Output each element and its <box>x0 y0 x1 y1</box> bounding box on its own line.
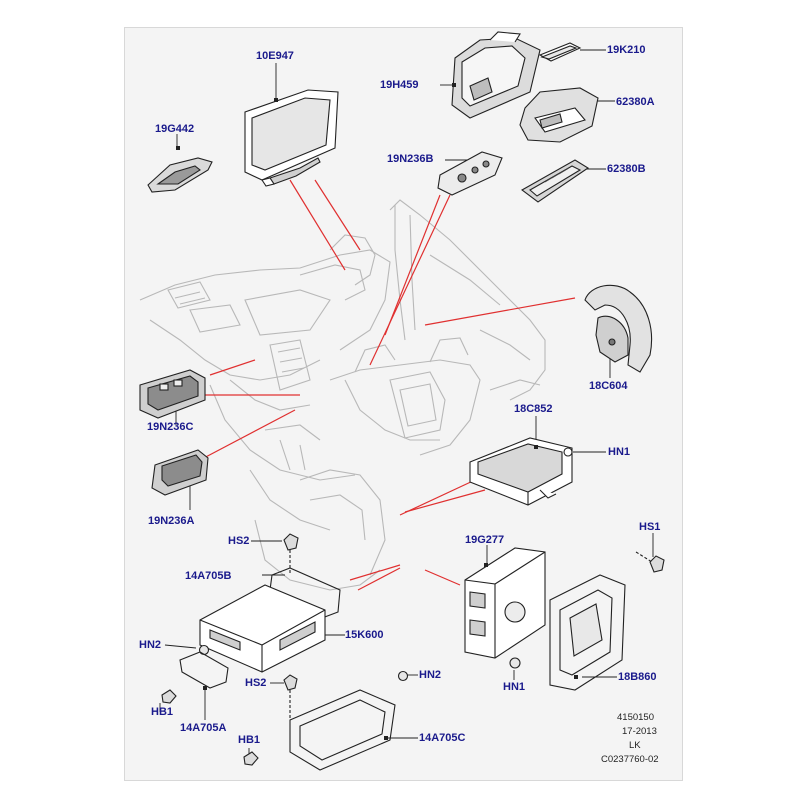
label-62380b: 62380B <box>607 163 646 175</box>
part-19n236a-switch <box>151 449 209 496</box>
label-19k210: 19K210 <box>607 44 646 56</box>
reference-model: LK <box>629 740 641 751</box>
label-18c852: 18C852 <box>514 403 553 415</box>
label-19g442: 19G442 <box>155 123 195 135</box>
part-hb1-bolt-left <box>161 689 177 704</box>
label-hn2-left: HN2 <box>139 639 162 651</box>
reference-drawing: C0237760-02 <box>601 754 659 765</box>
label-19n236c: 19N236C <box>147 421 194 433</box>
label-hn1-top: HN1 <box>608 446 631 458</box>
part-hb1-bolt-bottom <box>243 751 259 766</box>
label-hs2-bottom: HS2 <box>245 677 267 689</box>
part-19n236b-switch <box>437 151 503 196</box>
label-19h459: 19H459 <box>380 79 419 91</box>
reference-number: 4150150 <box>617 712 654 723</box>
label-14a705a: 14A705A <box>180 722 227 734</box>
callout-lines <box>159 49 654 757</box>
part-18c604-headphones <box>584 284 653 373</box>
part-62380b-remote <box>520 159 590 203</box>
label-18b860: 18B860 <box>618 671 657 683</box>
label-14a705b: 14A705B <box>185 570 232 582</box>
part-18c852-module <box>469 437 573 506</box>
part-19h459-console <box>451 31 541 119</box>
label-19n236a: 19N236A <box>148 515 195 527</box>
label-markers <box>176 83 578 740</box>
part-62380a-cradle <box>519 87 599 143</box>
part-19n236c-switch <box>139 369 206 419</box>
label-hn2-right: HN2 <box>419 669 442 681</box>
parts <box>139 31 665 771</box>
part-10e947-screen <box>244 89 339 187</box>
label-hb1-bottom: HB1 <box>238 734 261 746</box>
part-hn2-nut-right <box>397 670 409 682</box>
part-18b860-bracket <box>549 574 626 691</box>
part-19k210-remote <box>538 42 582 62</box>
leader-lines <box>175 179 576 591</box>
reference-date: 17-2013 <box>622 726 657 737</box>
vehicle-interior <box>139 199 546 591</box>
label-15k600: 15K600 <box>345 629 384 641</box>
label-14a705c: 14A705C <box>419 732 466 744</box>
label-hn1-bottom: HN1 <box>503 681 526 693</box>
part-14a705c-bracket <box>289 689 396 771</box>
label-hb1-left: HB1 <box>151 706 174 718</box>
part-hs1-screw <box>635 551 665 573</box>
part-hn1-nut-bottom <box>509 657 521 669</box>
label-19n236b: 19N236B <box>387 153 434 165</box>
label-hs2-top: HS2 <box>228 535 250 547</box>
part-19g277-module <box>464 547 546 659</box>
label-62380a: 62380A <box>616 96 655 108</box>
label-18c604: 18C604 <box>589 380 628 392</box>
part-hs2-screw-bottom <box>283 674 298 720</box>
label-hs1: HS1 <box>639 521 661 533</box>
part-19g442-switch <box>147 157 213 193</box>
part-hn2-nut-left <box>198 644 210 656</box>
part-14a705a-bracket <box>179 651 229 689</box>
part-15k600-module <box>199 584 326 673</box>
label-19g277: 19G277 <box>465 534 505 546</box>
label-10e947: 10E947 <box>256 50 294 62</box>
part-hs2-screw <box>283 533 299 575</box>
